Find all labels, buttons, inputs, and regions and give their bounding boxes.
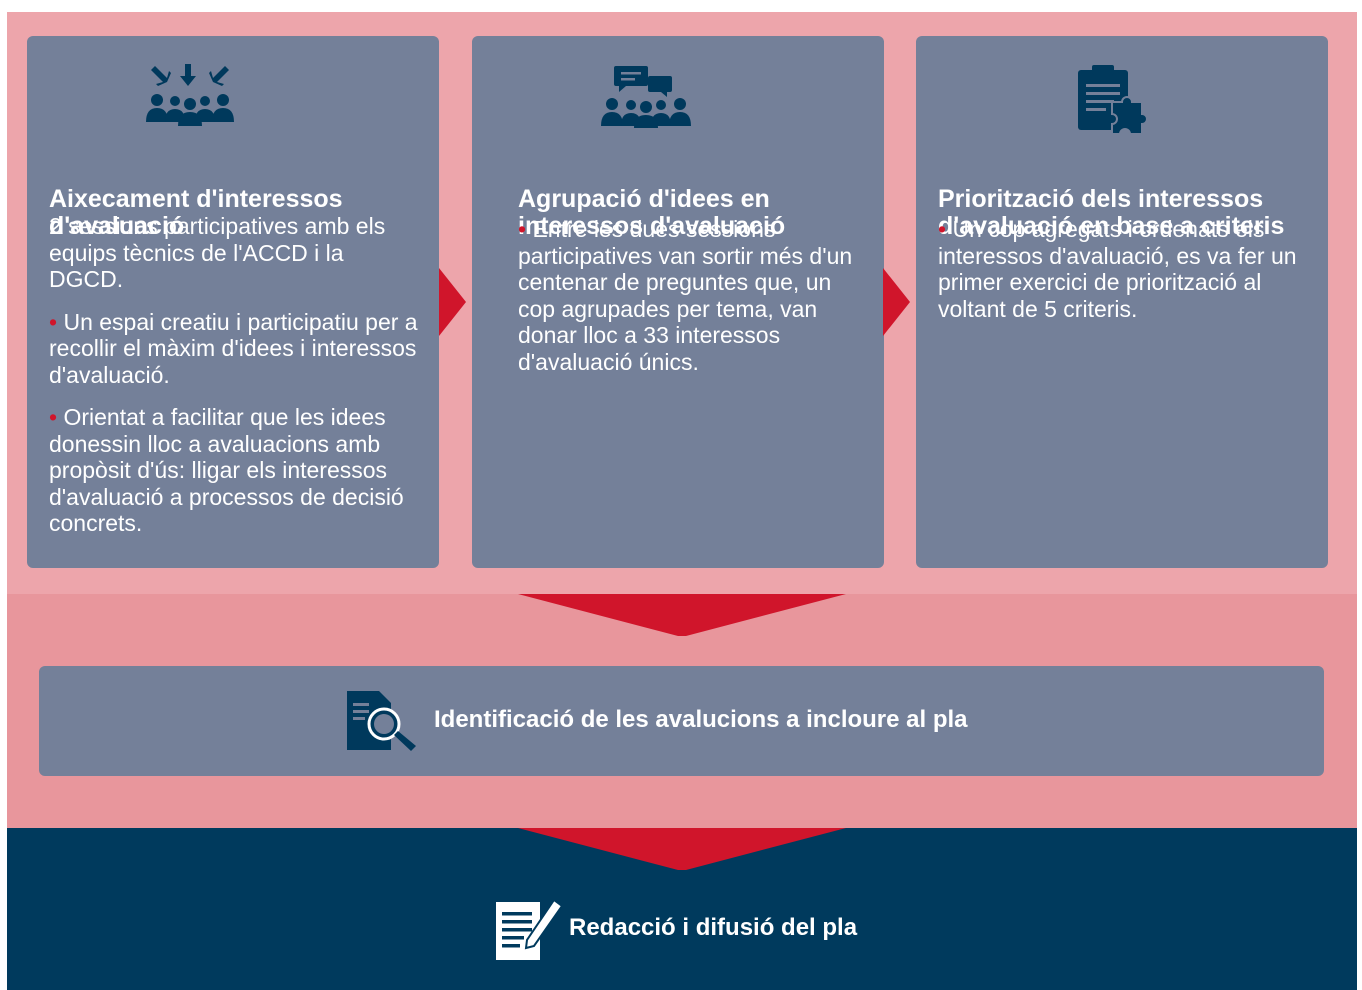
step-body: 2 sessions participatives amb els equips… — [49, 213, 421, 553]
step-bullet: • Un espai creatiu i participatiu per a … — [49, 309, 421, 389]
down-arrow-icon — [518, 828, 846, 870]
step-card-1: Aixecament d'interessos d'avaluació 2 se… — [27, 36, 439, 568]
identification-box — [39, 666, 1324, 776]
step-title-line1: Agrupació d'idees en — [518, 185, 770, 213]
step-title-line2: d'avaluació — [49, 212, 185, 240]
step-title: Aixecament d'interessos d'avaluació — [49, 186, 429, 240]
step-title-line1: Aixecament d'interessos — [49, 185, 343, 213]
bullet-text: Un espai creatiu i participatiu per a re… — [49, 308, 418, 388]
bullet-icon: • — [518, 216, 527, 242]
step-bullet: • Orientat a facilitar que les idees don… — [49, 404, 421, 537]
step-title-line2: d'avaluació en base a criteris — [938, 212, 1285, 240]
right-arrow-icon — [439, 268, 466, 336]
right-arrow-icon — [883, 268, 910, 336]
step-body: • Un cop agregats i ordenats els interes… — [938, 216, 1310, 338]
bullet-icon: • — [49, 308, 58, 335]
bullet-text: Entre les dues sessions participatives v… — [518, 216, 853, 375]
step-card-3: Priorització dels interessos d'avaluació… — [916, 36, 1328, 568]
people-arrows-in-icon — [146, 64, 234, 126]
bullet-icon: • — [49, 404, 58, 430]
step-bullet: • Un cop agregats i ordenats els interes… — [938, 216, 1310, 322]
step-title-line1: Priorització dels interessos — [938, 185, 1264, 213]
step-title: Agrupació d'idees en interessos d'avalua… — [518, 186, 868, 240]
down-arrow-icon — [518, 594, 846, 636]
step-title-line2: interessos d'avaluació — [518, 212, 786, 240]
step-bullet: • Entre les dues sessions participatives… — [518, 216, 866, 375]
identification-label: Identificació de les avalucions a inclou… — [434, 706, 968, 733]
clipboard-puzzle-icon — [1078, 65, 1148, 134]
bullet-text: Orientat a facilitar que les idees dones… — [49, 404, 404, 536]
bullet-icon: • — [938, 216, 947, 242]
step-title: Priorització dels interessos d'avaluació… — [938, 186, 1318, 240]
bullet-text: Un cop agregats i ordenats els interesso… — [938, 216, 1297, 322]
final-step-label: Redacció i difusió del pla — [569, 914, 858, 941]
people-discussion-icon — [601, 66, 691, 128]
step-intro: 2 sessions participatives amb els equips… — [49, 213, 386, 292]
step-body: • Entre les dues sessions participatives… — [518, 216, 866, 391]
step-card-2: Agrupació d'idees en interessos d'avalua… — [472, 36, 884, 568]
document-search-icon — [347, 691, 416, 751]
document-pen-icon — [496, 898, 564, 960]
